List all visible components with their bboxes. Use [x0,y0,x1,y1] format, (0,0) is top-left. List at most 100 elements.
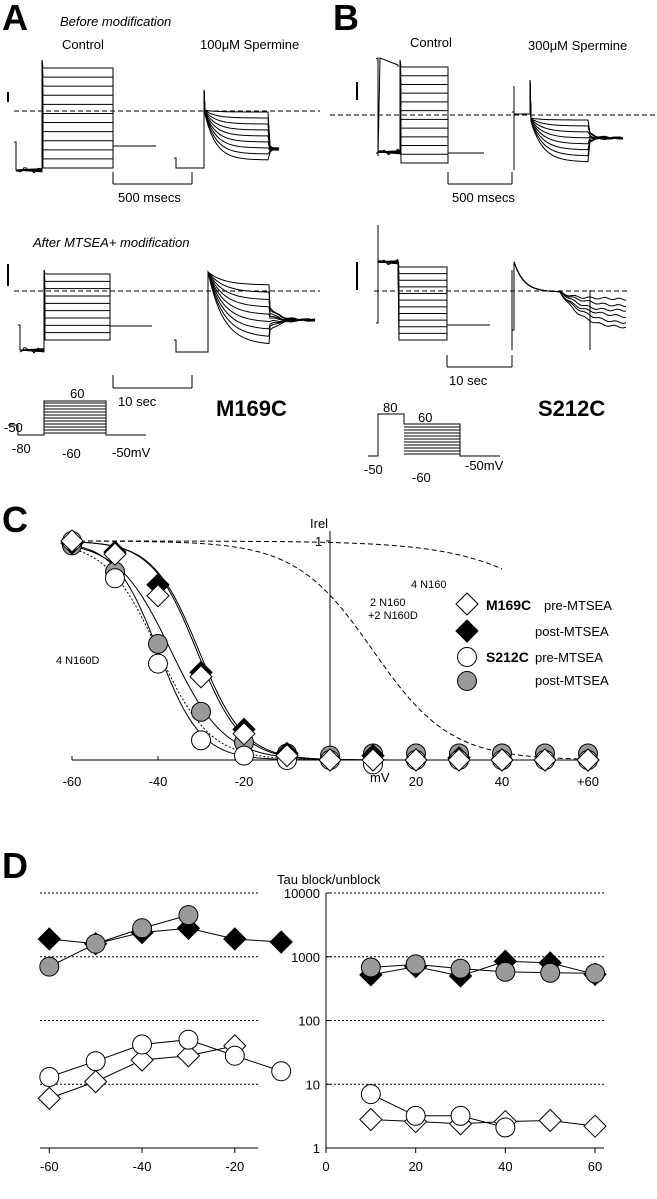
data-point-diamond-open [189,665,213,689]
ref-label-4n160d: 4 N160D [56,655,99,667]
data-point-circle-gray [148,633,168,654]
data-point-circle-open [132,1034,153,1055]
current-trace [512,79,624,139]
current-trace [14,59,156,171]
panel-b-mutant-label: S212C [538,396,605,421]
panel-c-ytick-1: 1 [315,534,322,549]
panel-a-time-scale-10s: 10 sec [118,394,157,409]
current-trace [376,59,484,155]
data-point-circle-gray [450,958,471,979]
current-trace [512,79,624,163]
panel-d-title: Tau block/unblock [277,872,381,887]
current-trace [174,89,280,169]
y-tick-label: 1 [313,1141,320,1156]
current-trace [174,89,280,169]
panel-c-axes: -60 -40 -20 20 40 +60 [63,531,599,789]
panel-c-legend: M169C pre-MTSEA post-MTSEA S212C pre-MTS… [455,592,612,691]
panel-a-protocol-hold: -50mV [112,445,151,460]
current-trace [376,259,490,326]
reference-curve [71,540,589,760]
y-tick-label: 100 [298,1014,320,1029]
panel-b-mtsea-control-traces [376,225,490,341]
current-trace [174,271,316,353]
panel-d-data-points [37,905,607,1138]
data-point-circle-gray [360,957,381,978]
current-trace [376,59,484,154]
panel-b-protocol-60: 60 [418,410,432,425]
current-trace [174,89,280,169]
x-tick-label: 20 [409,774,423,789]
panel-a-spermine-traces [174,89,280,169]
current-trace-noise [19,347,45,354]
panel-a-control-traces [14,59,156,174]
panel-b-spermine-label: 300μM Spermine [528,38,627,53]
panel-b-protocol-minus50: -50 [364,462,383,477]
current-trace [512,79,624,140]
panel-c-reference-curves [71,540,589,761]
data-point-diamond-open [455,592,479,616]
data-point-diamond-open [490,748,514,772]
current-trace [376,259,490,326]
data-point-diamond-filled [269,930,293,954]
panel-a-mutant-label: M169C [216,396,287,421]
current-trace [376,59,484,154]
current-trace [174,271,316,353]
data-point-diamond-open [447,748,471,772]
current-trace [18,269,152,351]
series-line [49,914,189,968]
current-trace [512,79,624,157]
current-trace [376,259,490,326]
data-point-circle-open [224,1045,245,1066]
legend-s212c-pre: pre-MTSEA [535,650,603,665]
current-trace [174,89,280,169]
current-trace [512,79,624,140]
current-trace [14,59,156,171]
data-point-diamond-open [576,748,600,772]
panel-a-time-scale-500ms: 500 msecs [118,190,181,205]
current-trace [376,259,490,334]
x-tick-label: +60 [577,774,599,789]
panel-a-protocol-60: 60 [70,386,84,401]
current-trace [174,271,316,353]
data-point-circle-gray [405,954,426,975]
current-trace [376,59,484,155]
data-point-circle-open [360,1084,381,1105]
current-trace [376,59,484,154]
x-tick-label: -20 [235,774,254,789]
panel-b-spermine-traces [512,79,624,170]
x-tick-label: -20 [225,1159,244,1174]
data-point-circle-open [271,1061,292,1082]
panel-b-label: B [333,0,359,38]
data-point-circle-open [148,653,168,674]
ref-label-4n160: 4 N160 [411,579,446,591]
data-point-circle-gray [132,918,153,939]
x-tick-label: -40 [149,774,168,789]
data-point-diamond-open [37,1086,61,1111]
data-point-diamond-open [146,584,170,608]
current-trace [512,261,627,331]
current-trace [512,79,624,140]
x-tick-label: 40 [495,774,509,789]
data-point-circle-open [191,730,211,751]
x-tick-label: -40 [133,1159,152,1174]
current-trace [14,59,156,171]
data-point-circle-gray [585,963,605,984]
current-trace-noise [377,148,401,156]
panel-b-voltage-protocol [368,413,500,457]
data-point-diamond-open [538,1108,562,1133]
current-trace [376,59,484,154]
current-trace [376,59,484,154]
data-point-circle-open [405,1105,426,1126]
legend-m169c-post: post-MTSEA [535,624,609,639]
series-line [370,1093,506,1128]
y-tick-label: 10000 [284,886,320,901]
current-trace [14,59,156,171]
panel-b-protocol-hold: -50mV [465,458,504,473]
x-tick-label: 20 [408,1159,422,1174]
data-point-diamond-open [83,1069,108,1094]
panel-a-mtsea-spermine-traces [174,270,316,353]
x-tick-label: -60 [63,774,82,789]
current-trace [376,259,490,326]
data-point-circle-gray [178,905,199,926]
data-point-diamond-open [359,1107,383,1132]
